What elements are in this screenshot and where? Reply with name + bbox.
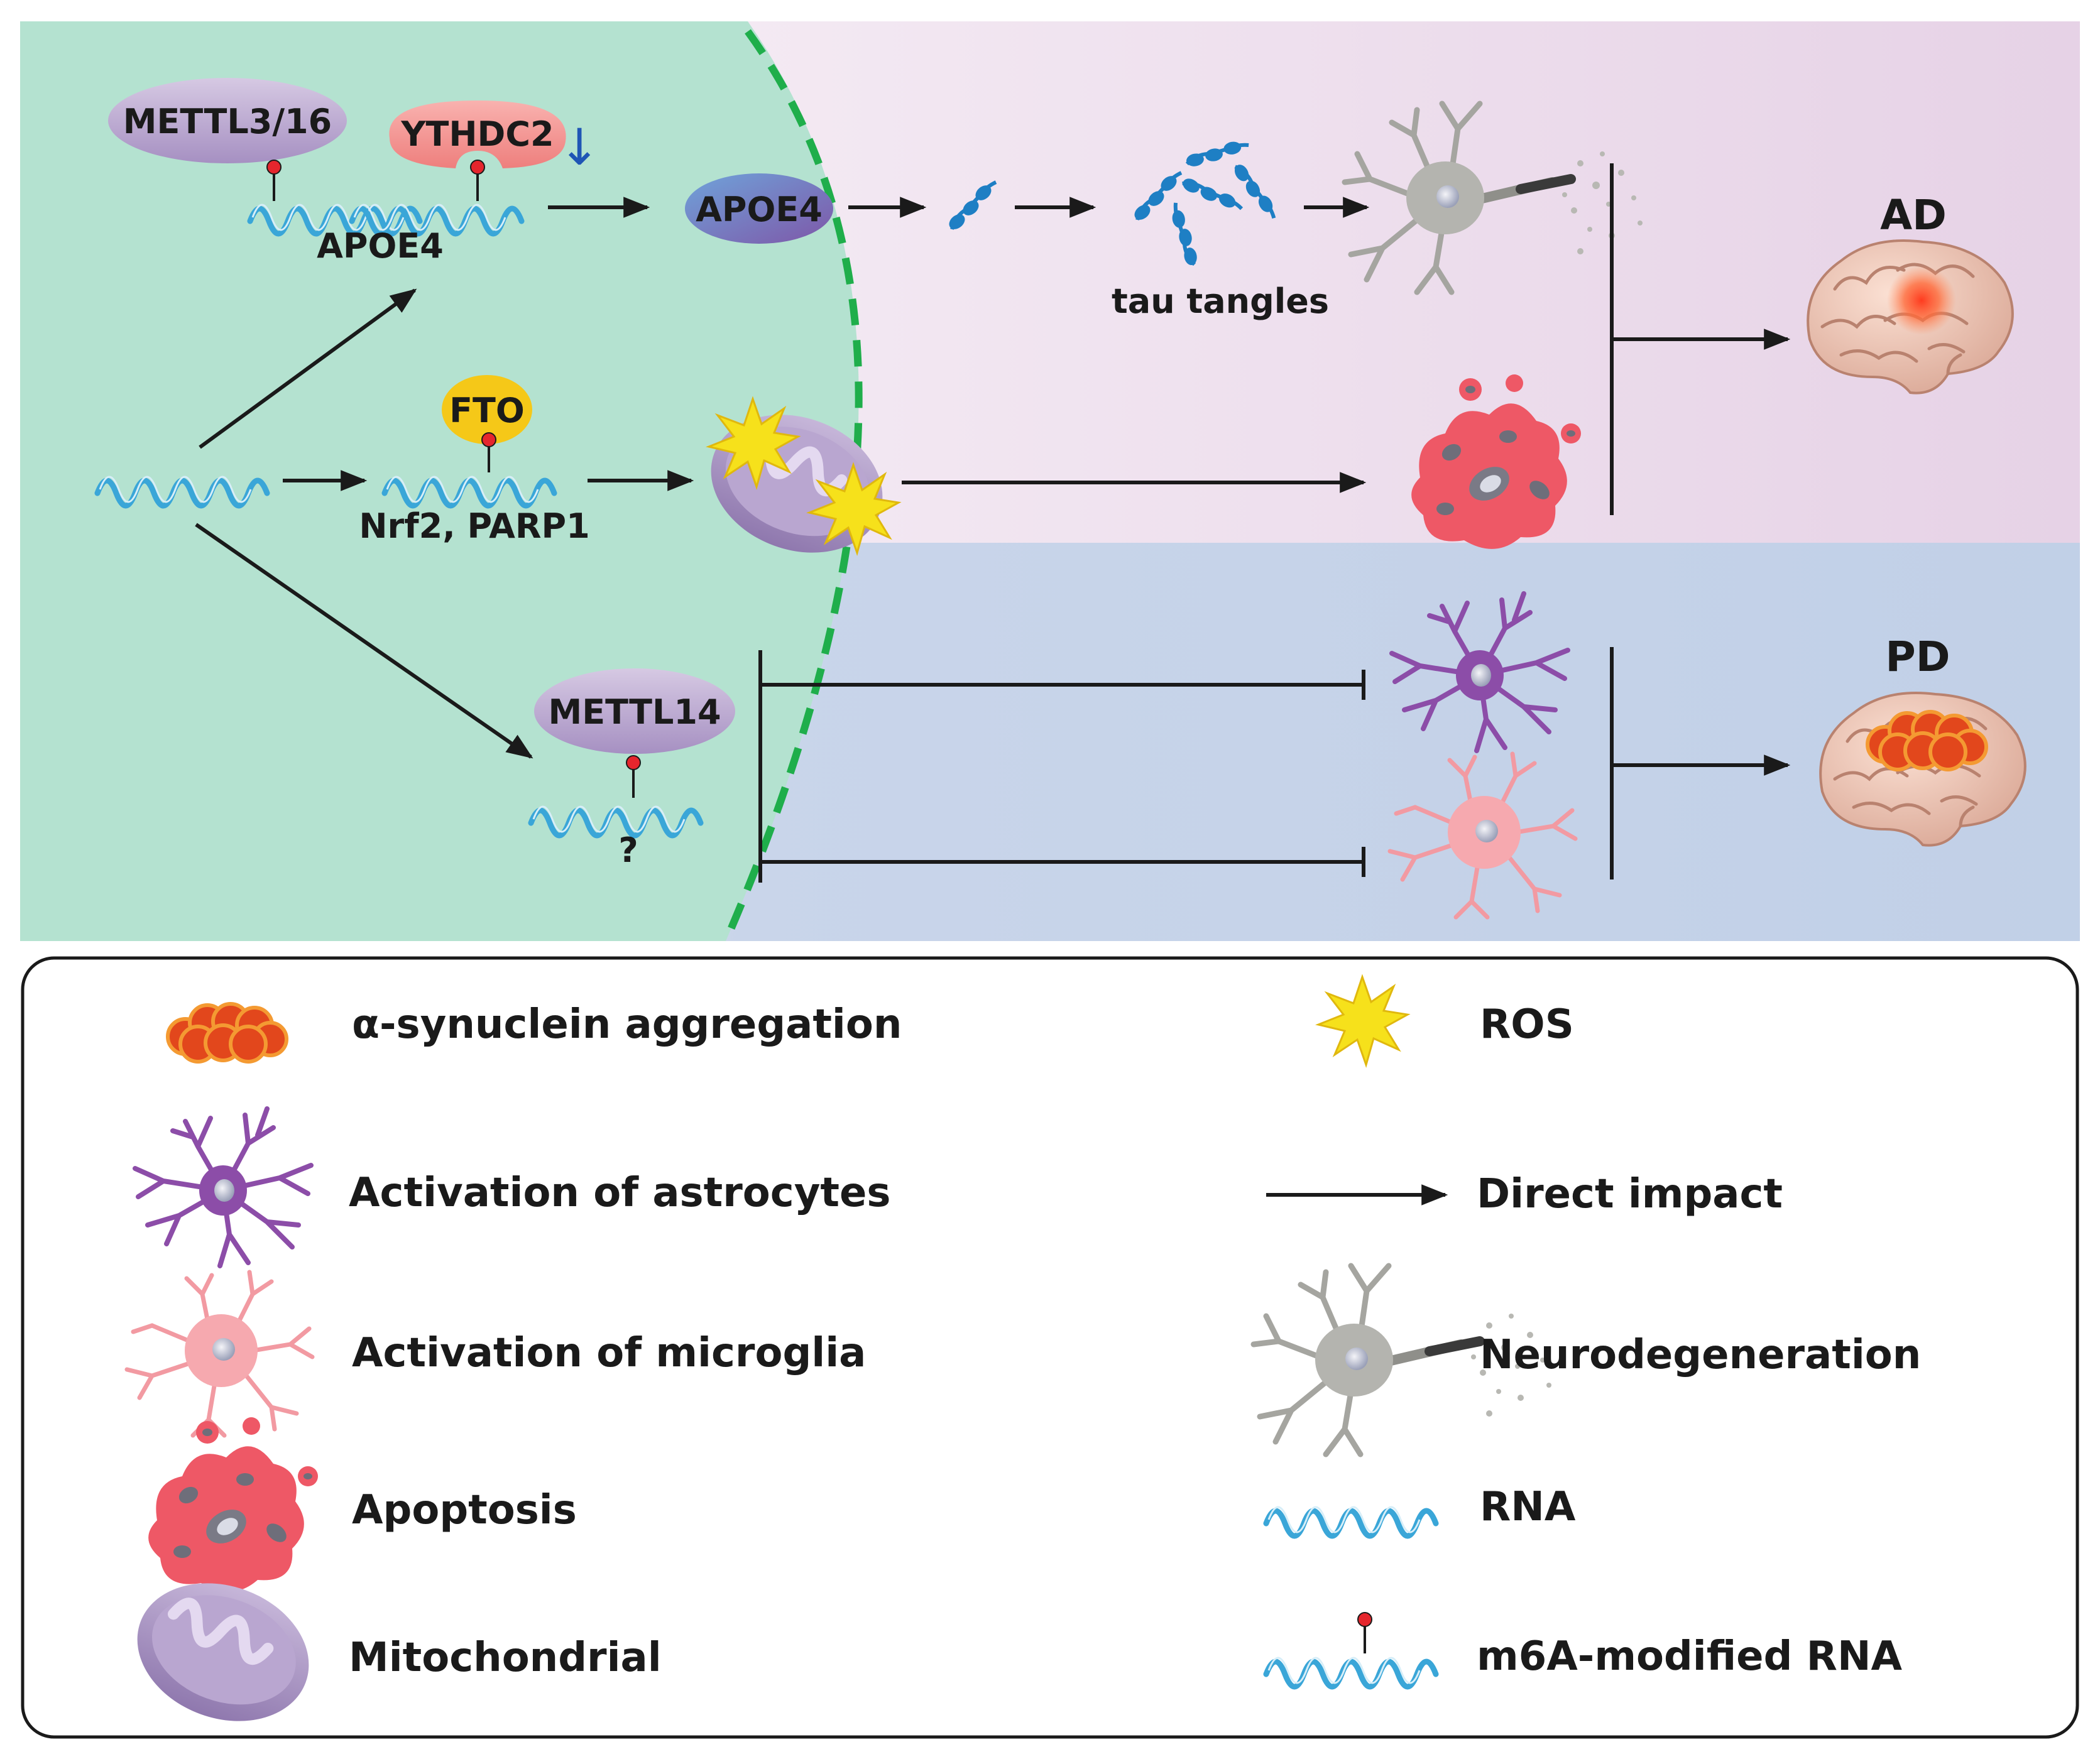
arrow-rna-to-mettl14-branch [195, 523, 533, 759]
unknown-target-label: ? [618, 830, 638, 870]
pd-label: PD [1885, 633, 1950, 681]
nrf2-parp1-m6a-rna [385, 432, 554, 506]
legend-neurodegeneration-label: Neurodegeneration [1480, 1332, 1921, 1378]
legend-astrocyte-label: Activation of astrocytes [349, 1170, 891, 1216]
ad-label: AD [1880, 191, 1947, 239]
mettl3-16-label: METTL3/16 [123, 102, 332, 141]
legend-apoptosis-label: Apoptosis [352, 1487, 577, 1533]
legend-microglia-label: Activation of microglia [352, 1330, 866, 1376]
mettl14-label: METTL14 [548, 692, 721, 732]
cell-boundary-dashed-line [722, 29, 863, 943]
m6a-site-marker-icon [470, 160, 485, 175]
arrow-rna-to-apoe4-branch [199, 288, 417, 449]
legend-mitochondrial-label: Mitochondrial [349, 1635, 662, 1681]
apoe4-rna-label: APOE4 [317, 226, 444, 266]
ythdc2-label: YTHDC2 [400, 114, 554, 154]
ythdc2-enzyme: YTHDC2 [389, 101, 566, 168]
legend-rna-label: RNA [1480, 1484, 1576, 1530]
m6a-site-marker-icon [626, 755, 641, 770]
m6a-site-marker-icon [481, 432, 496, 447]
tau-tangles-label: tau tangles [1112, 281, 1329, 321]
fto-enzyme: FTO [442, 375, 532, 444]
nrf2-parp1-label: Nrf2, PARP1 [359, 506, 589, 546]
legend-m6a-rna-icon [1266, 1612, 1436, 1687]
ad-brain-icon [1808, 241, 2013, 393]
apoe4-protein: APOE4 [685, 173, 833, 244]
m6a-site-marker-icon [266, 160, 282, 175]
legend-direct-impact-label: Direct impact [1477, 1171, 1783, 1217]
legend-ros-label: ROS [1480, 1001, 1574, 1048]
legend-m6a-rna-label: m6A-modified RNA [1477, 1633, 1903, 1680]
legend-synuclein-label: α-synuclein aggregation [352, 1001, 902, 1048]
legend-box [21, 956, 2079, 1739]
mettl14-inhibition-lines [758, 650, 1365, 883]
apoe4-m6a-rna [250, 160, 522, 234]
mettl3-16-enzyme: METTL3/16 [108, 78, 347, 163]
ythdc2-down-arrow-icon: ↓ [558, 118, 600, 177]
fto-label: FTO [449, 391, 525, 430]
apoe4-protein-label: APOE4 [696, 190, 823, 229]
unknown-m6a-rna [531, 755, 701, 836]
mettl14-enzyme: METTL14 [534, 668, 735, 754]
